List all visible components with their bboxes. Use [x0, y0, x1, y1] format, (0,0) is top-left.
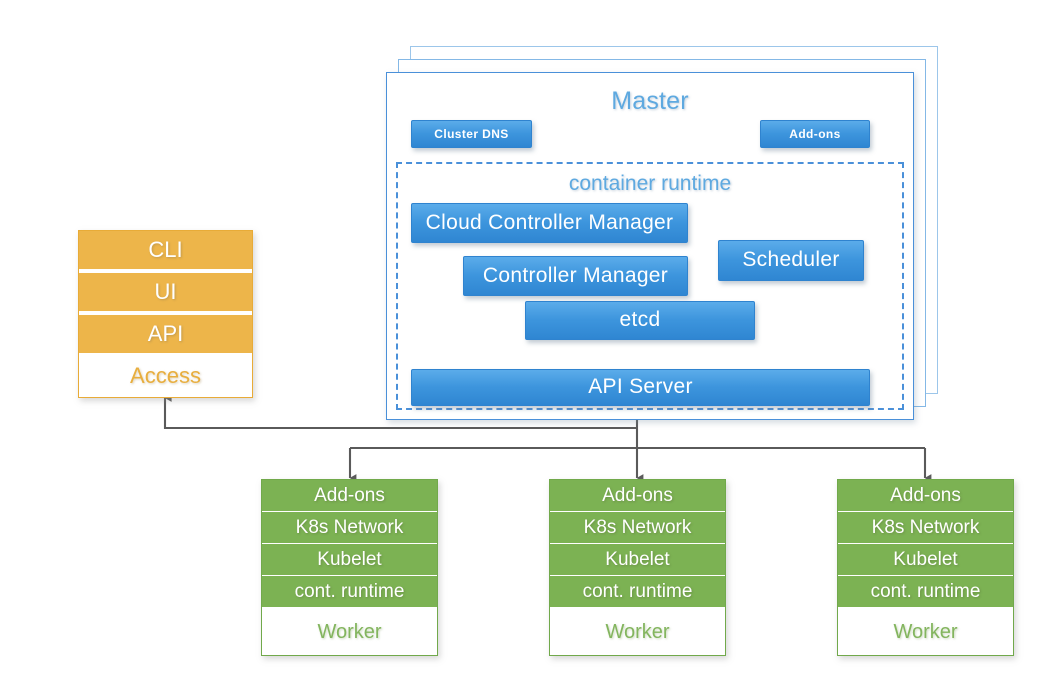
worker-row-add-ons[interactable]: Add-ons — [838, 480, 1013, 512]
worker-row-kubelet[interactable]: Kubelet — [262, 544, 437, 576]
component-controller-manager[interactable]: Controller Manager — [463, 256, 688, 296]
worker-node-1[interactable]: Add-ons K8s Network Kubelet cont. runtim… — [261, 479, 438, 656]
worker-row-k8s-network[interactable]: K8s Network — [262, 512, 437, 544]
worker-row-k8s-network[interactable]: K8s Network — [550, 512, 725, 544]
master-title: Master — [611, 87, 689, 115]
worker-row-k8s-network[interactable]: K8s Network — [838, 512, 1013, 544]
access-row-ui[interactable]: UI — [79, 273, 252, 311]
worker-footer-label: Worker — [550, 609, 725, 655]
worker-row-cont-runtime[interactable]: cont. runtime — [262, 576, 437, 608]
access-footer-label: Access — [79, 355, 252, 397]
worker-row-kubelet[interactable]: Kubelet — [838, 544, 1013, 576]
access-row-api[interactable]: API — [79, 315, 252, 353]
chip-add-ons[interactable]: Add-ons — [760, 120, 870, 148]
worker-footer-label: Worker — [838, 609, 1013, 655]
access-row-cli[interactable]: CLI — [79, 231, 252, 269]
component-api-server[interactable]: API Server — [411, 369, 870, 406]
component-cloud-controller-manager[interactable]: Cloud Controller Manager — [411, 203, 688, 243]
component-scheduler[interactable]: Scheduler — [718, 240, 864, 281]
worker-row-cont-runtime[interactable]: cont. runtime — [838, 576, 1013, 608]
component-etcd[interactable]: etcd — [525, 301, 755, 340]
chip-cluster-dns[interactable]: Cluster DNS — [411, 120, 532, 148]
worker-row-cont-runtime[interactable]: cont. runtime — [550, 576, 725, 608]
worker-row-add-ons[interactable]: Add-ons — [262, 480, 437, 512]
worker-row-kubelet[interactable]: Kubelet — [550, 544, 725, 576]
container-runtime-region: container runtime — [396, 162, 904, 410]
worker-footer-label: Worker — [262, 609, 437, 655]
worker-row-add-ons[interactable]: Add-ons — [550, 480, 725, 512]
worker-node-3[interactable]: Add-ons K8s Network Kubelet cont. runtim… — [837, 479, 1014, 656]
container-runtime-title: container runtime — [568, 172, 732, 195]
worker-node-2[interactable]: Add-ons K8s Network Kubelet cont. runtim… — [549, 479, 726, 656]
access-panel[interactable]: CLI UI API Access — [78, 230, 253, 398]
